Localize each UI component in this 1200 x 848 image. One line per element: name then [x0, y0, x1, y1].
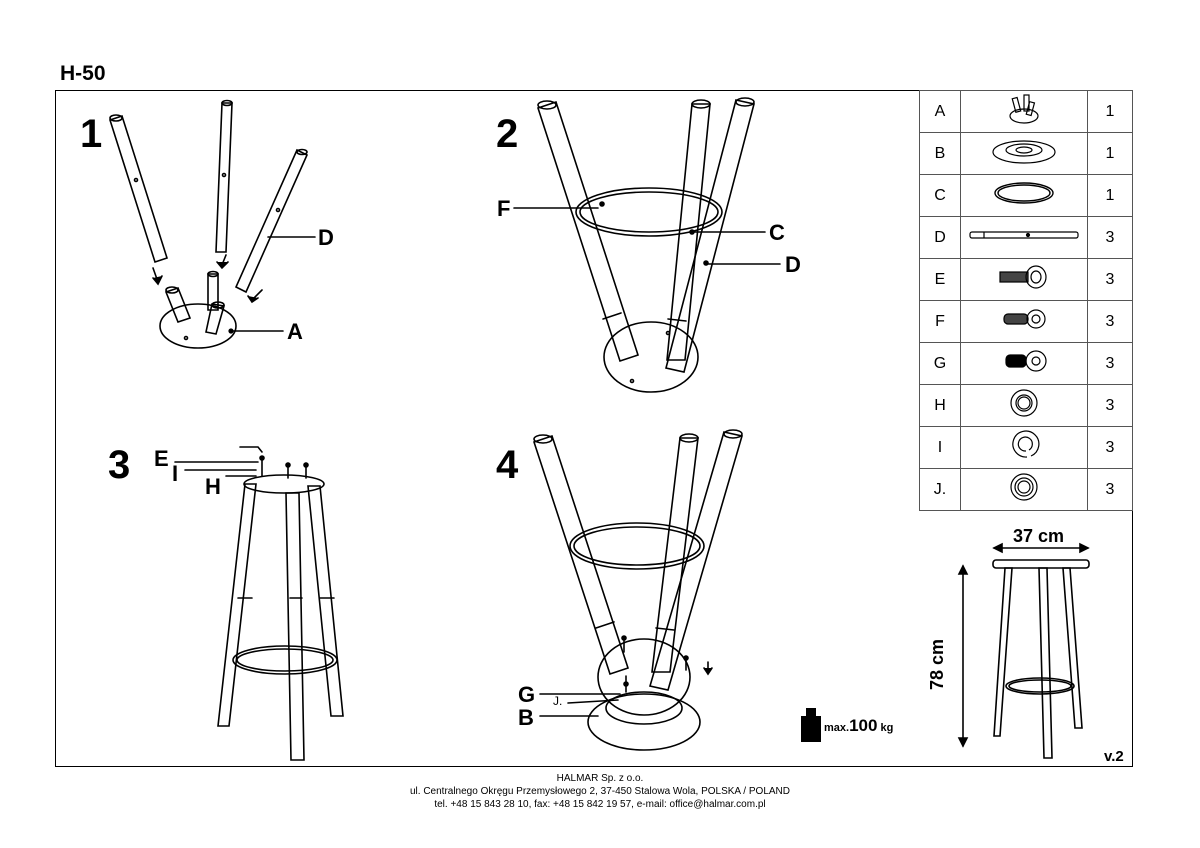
width-dimension: 37 cm — [1013, 526, 1065, 546]
max-load-unit: kg — [880, 722, 894, 734]
leg-icon — [960, 216, 1088, 259]
height-dimension: 78 cm — [927, 638, 947, 690]
instruction-frame — [55, 90, 1133, 767]
table-row: C 1 — [919, 174, 1133, 217]
company-address: ul. Centralnego Okręgu Przemysłowego 2, … — [409, 786, 790, 797]
part-qty: 3 — [1087, 426, 1133, 469]
part-qty: 1 — [1087, 174, 1133, 217]
bolt-icon — [960, 258, 1088, 301]
short-bolt-icon — [960, 300, 1088, 343]
part-qty: 1 — [1087, 132, 1133, 175]
part-letter: F — [919, 300, 961, 343]
callout-step1-D: D — [318, 225, 334, 250]
part-qty: 3 — [1087, 342, 1133, 385]
weight-icon — [801, 708, 821, 742]
table-row: G 3 — [919, 342, 1133, 385]
step-number-2: 2 — [496, 112, 519, 156]
part-qty: 3 — [1087, 258, 1133, 301]
part-letter: J. — [919, 468, 961, 511]
stool-dimension-view — [957, 542, 1090, 759]
max-load-prefix: max. — [824, 722, 850, 734]
callout-step2-D: D — [785, 252, 801, 277]
part-qty: 3 — [1087, 216, 1133, 259]
spring-washer-icon — [960, 426, 1088, 469]
table-row: B 1 — [919, 132, 1133, 175]
callout-step2-C: C — [769, 220, 785, 245]
max-load-value: 100 — [849, 716, 878, 735]
company-contact: tel. +48 15 843 28 10, fax: +48 15 842 1… — [434, 799, 766, 810]
company-name: HALMAR Sp. z o.o. — [556, 773, 644, 784]
step2-ring-attach — [513, 97, 781, 393]
callout-step4-B: B — [518, 705, 534, 730]
part-letter: B — [919, 132, 961, 175]
model-title: H-50 — [60, 62, 106, 85]
part-letter: D — [919, 216, 961, 259]
part-qty: 3 — [1087, 468, 1133, 511]
washer-icon — [960, 384, 1088, 427]
callout-step3-E: E — [154, 446, 169, 471]
table-row: H 3 — [919, 384, 1133, 427]
callout-step4-J: J. — [553, 694, 563, 708]
company-footer: HALMAR Sp. z o.o. ul. Centralnego Okręgu… — [0, 772, 1200, 811]
callout-step1-A: A — [287, 319, 303, 344]
table-row: J. 3 — [919, 468, 1133, 511]
callout-step3-H: H — [205, 474, 221, 499]
step-number-1: 1 — [80, 112, 103, 156]
part-qty: 3 — [1087, 300, 1133, 343]
callout-step4-G: G — [518, 682, 536, 707]
part-letter: H — [919, 384, 961, 427]
callout-step2-F: F — [497, 196, 511, 221]
parts-table: A 1 B 1 C 1 D 3 E — [919, 90, 1133, 511]
callout-step3-I: I — [172, 461, 179, 486]
table-row: I 3 — [919, 426, 1133, 469]
step1-exploded-view — [108, 99, 316, 349]
part-qty: 1 — [1087, 90, 1133, 133]
flat-washer-icon — [960, 468, 1088, 511]
version-label: v.2 — [1104, 748, 1124, 765]
max-load: max.100 kg — [824, 716, 893, 736]
base-plate-icon — [960, 132, 1088, 175]
step-number-3: 3 — [108, 443, 131, 487]
part-letter: C — [919, 174, 961, 217]
leg-hub-icon — [960, 90, 1088, 133]
table-row: D 3 — [919, 216, 1133, 259]
table-row: F 3 — [919, 300, 1133, 343]
table-row: A 1 — [919, 90, 1133, 133]
step3-seat-fix — [174, 446, 344, 761]
part-letter: E — [919, 258, 961, 301]
part-letter: G — [919, 342, 961, 385]
ring-icon — [960, 174, 1088, 217]
part-qty: 3 — [1087, 384, 1133, 427]
table-row: E 3 — [919, 258, 1133, 301]
screw-icon — [960, 342, 1088, 385]
part-letter: I — [919, 426, 961, 469]
step-number-4: 4 — [496, 443, 519, 487]
part-letter: A — [919, 90, 961, 133]
step4-base-plate — [532, 429, 744, 751]
